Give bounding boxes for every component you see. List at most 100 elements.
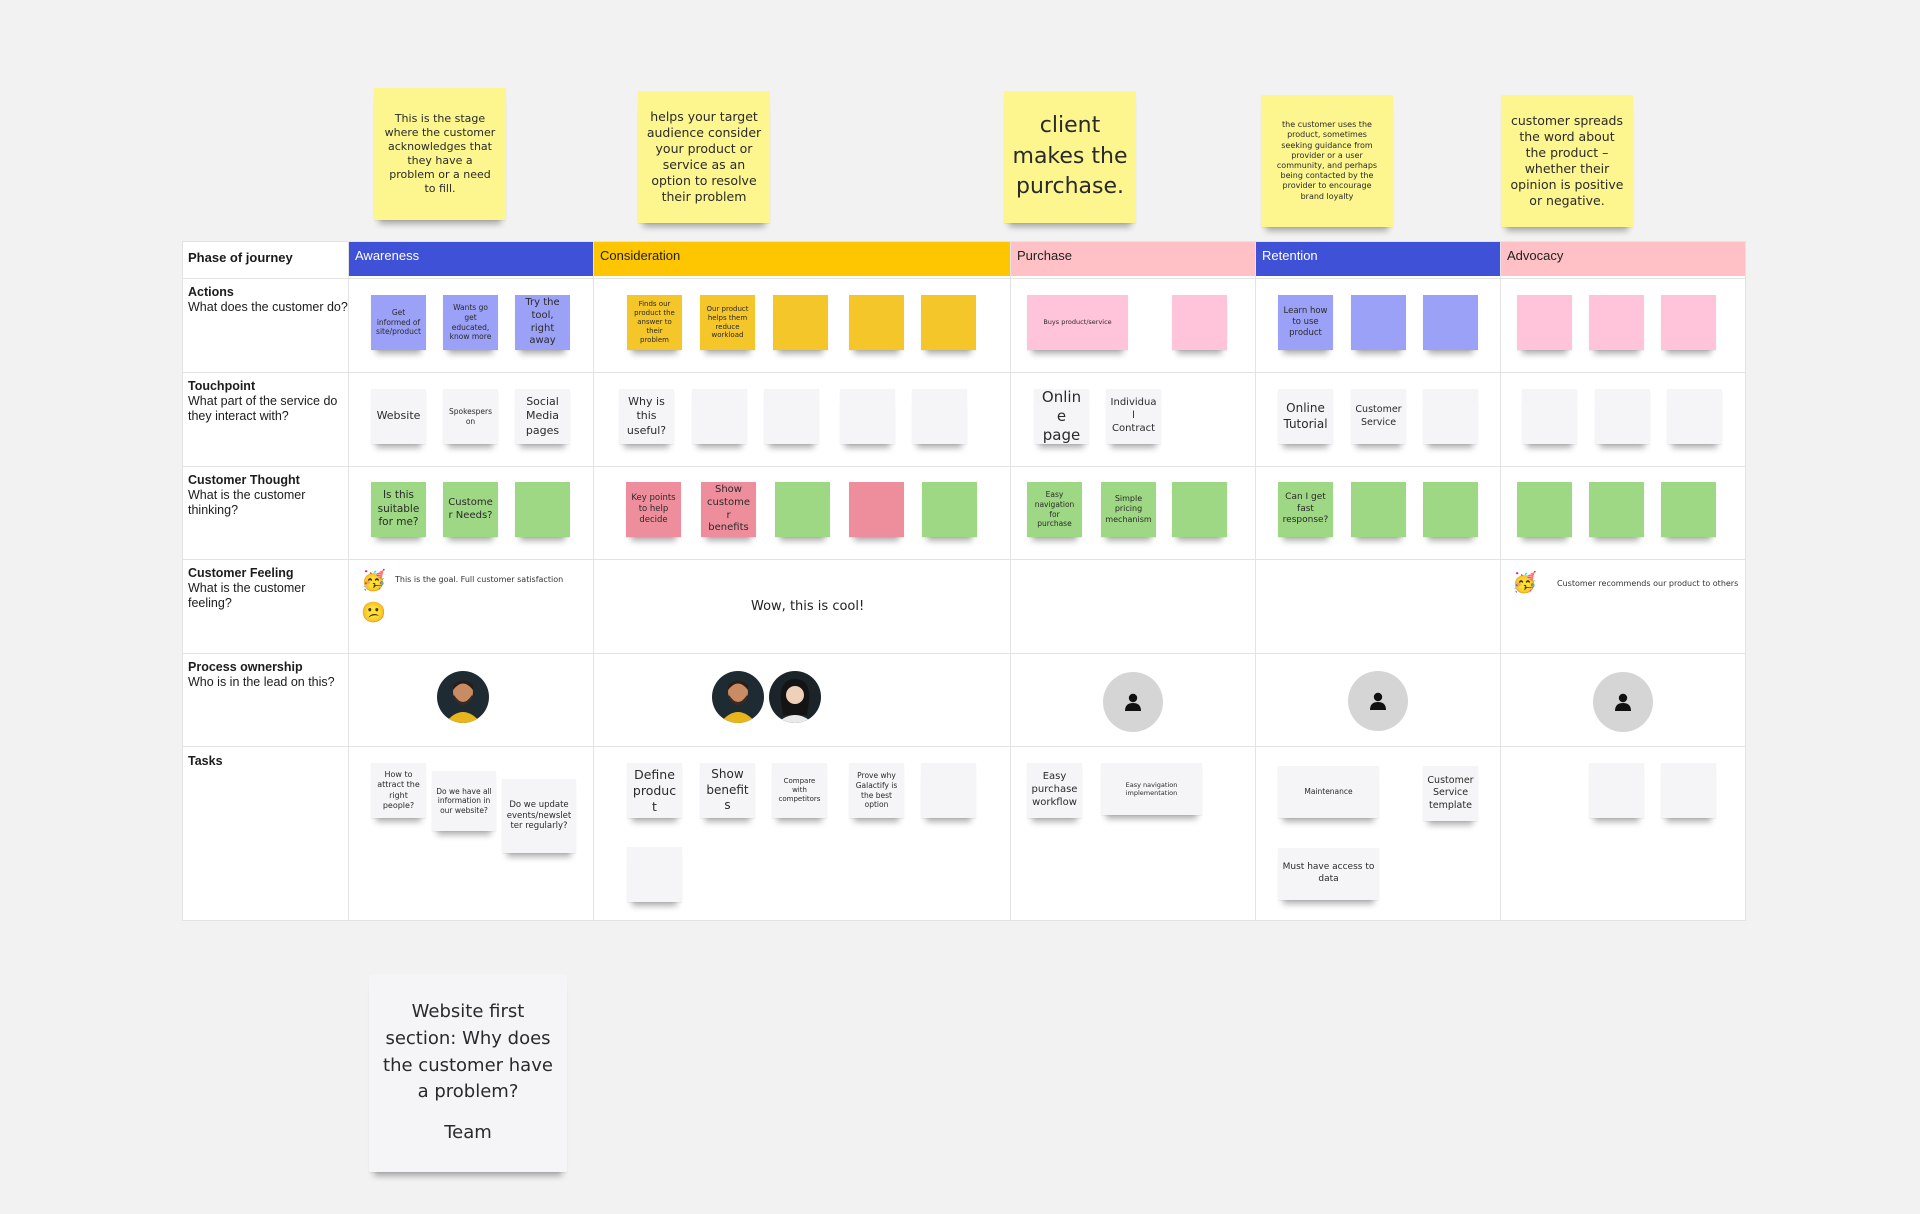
phase-header-advocacy[interactable]: Advocacy [1501,242,1745,276]
task-note[interactable]: Do we have all information in our websit… [432,771,496,831]
action-note[interactable]: Finds our product the answer to their pr… [627,295,682,350]
action-note-empty[interactable] [1423,295,1478,350]
action-note[interactable]: Wants go get educated, know more [443,295,498,350]
task-note[interactable]: Easy purchase workflow [1027,763,1082,818]
thought-note-empty[interactable] [1661,482,1716,537]
grid-line [348,242,349,920]
thought-note[interactable]: Simple pricing mechanism [1101,482,1156,537]
note-advocacy-description[interactable]: customer spreads the word about the prod… [1501,95,1633,227]
task-note-empty[interactable] [1661,763,1716,818]
touchpoint-note[interactable]: Individual Contract [1106,389,1161,444]
action-note[interactable]: Learn how to use product [1278,295,1333,350]
thought-note-empty[interactable] [515,482,570,537]
touchpoint-note[interactable]: Online page [1034,389,1089,444]
avatar[interactable] [769,671,821,723]
phase-header-retention[interactable]: Retention [1256,242,1500,276]
touchpoint-note-empty[interactable] [1423,389,1478,444]
avatar[interactable] [712,671,764,723]
action-note[interactable]: Get informed of site/product [371,295,426,350]
phase-header-awareness[interactable]: Awareness [349,242,593,276]
task-note[interactable]: Maintenance [1278,766,1379,818]
thought-note-empty[interactable] [1172,482,1227,537]
touchpoint-note-empty[interactable] [840,389,895,444]
avatar-placeholder[interactable] [1348,671,1408,731]
note-awareness-description[interactable]: This is the stage where the customer ack… [374,88,506,220]
task-note-empty[interactable] [921,763,976,818]
note-purchase-description[interactable]: client makes the purchase. [1004,91,1136,223]
action-note-empty[interactable] [1661,295,1716,350]
task-note[interactable]: Must have access to data [1278,848,1379,900]
task-note-empty[interactable] [1589,763,1644,818]
note-retention-description[interactable]: the customer uses the product, sometimes… [1261,95,1393,227]
thought-note-empty[interactable] [922,482,977,537]
touchpoint-note[interactable]: Customer Service [1351,389,1406,444]
touchpoint-note[interactable]: Why is this useful? [619,389,674,444]
action-note[interactable]: Try the tool, right away [515,295,570,350]
task-note[interactable]: Customer Service template [1423,766,1478,821]
task-note-empty[interactable] [627,847,682,902]
party-face-icon[interactable]: 🥳 [361,570,386,592]
touchpoint-note[interactable]: Online Tutorial [1278,389,1333,444]
row-label-tasks: Tasks [188,754,348,769]
grid-line [593,242,594,920]
action-note-empty[interactable] [1172,295,1227,350]
thought-note-empty[interactable] [1589,482,1644,537]
touchpoint-note[interactable]: Spokesperson [443,389,498,444]
task-note[interactable]: Prove why Galactify is the best option [849,763,904,818]
touchpoint-note-empty[interactable] [764,389,819,444]
party-face-icon[interactable]: 🥳 [1512,572,1537,594]
row-title: Touchpoint [188,379,256,393]
action-note-empty[interactable] [1517,295,1572,350]
thought-note-empty[interactable] [849,482,904,537]
grid-line [182,372,1746,373]
touchpoint-note-empty[interactable] [912,389,967,444]
action-note-empty[interactable] [773,295,828,350]
confused-face-icon[interactable]: 😕 [361,602,386,624]
avatar-placeholder[interactable] [1593,672,1653,732]
row-subtitle: What is the customer thinking? [188,487,306,517]
row-title: Actions [188,285,234,299]
touchpoint-note-empty[interactable] [1522,389,1577,444]
row-title: Tasks [188,754,223,768]
thought-note[interactable]: Easy navigation for purchase [1027,482,1082,537]
task-note[interactable]: Show benefits [700,763,755,818]
note-line: Website first section: Why does the cust… [383,1001,553,1103]
task-note[interactable]: Do we update events/newsletter regularly… [502,779,576,853]
touchpoint-note-empty[interactable] [692,389,747,444]
phase-header-purchase[interactable]: Purchase [1011,242,1255,276]
action-note-empty[interactable] [849,295,904,350]
thought-note-empty[interactable] [1517,482,1572,537]
touchpoint-note[interactable]: Website [371,389,426,444]
feeling-consideration-text: Wow, this is cool! [751,599,865,614]
feeling-awareness-text: This is the goal. Full customer satisfac… [395,575,564,584]
thought-note[interactable]: Show customer benefits [701,482,756,537]
thought-note[interactable]: Customer Needs? [443,482,498,537]
task-note[interactable]: Compare with competitors [772,763,827,818]
action-note-empty[interactable] [1589,295,1644,350]
thought-note-empty[interactable] [1423,482,1478,537]
thought-note-empty[interactable] [1351,482,1406,537]
thought-note-empty[interactable] [775,482,830,537]
website-first-section-note[interactable]: Website first section: Why does the cust… [369,974,567,1172]
action-note-empty[interactable] [1351,295,1406,350]
task-note[interactable]: How to attract the right people? [371,763,426,818]
note-consideration-description[interactable]: helps your target audience consider your… [638,91,770,223]
avatar[interactable] [437,671,489,723]
thought-note[interactable]: Can I get fast response? [1278,482,1333,537]
task-note[interactable]: Easy navigation implementation [1101,763,1202,815]
task-note[interactable]: Define product [627,763,682,818]
phase-header-consideration[interactable]: Consideration [594,242,1010,276]
action-note-empty[interactable] [921,295,976,350]
touchpoint-note-empty[interactable] [1667,389,1722,444]
action-note[interactable]: Buys product/service [1027,295,1128,350]
touchpoint-note[interactable]: Social Media pages [515,389,570,444]
action-note[interactable]: Our product helps them reduce workload [700,295,755,350]
row-label-customer-feeling: Customer Feeling What is the customer fe… [188,566,348,610]
avatar-placeholder[interactable] [1103,672,1163,732]
touchpoint-note-empty[interactable] [1595,389,1650,444]
row-label-process-ownership: Process ownership Who is in the lead on … [188,660,348,690]
thought-note[interactable]: Key points to help decide [626,482,681,537]
row-subtitle: What does the customer do? [188,299,348,314]
thought-note[interactable]: Is this suitable for me? [371,482,426,537]
